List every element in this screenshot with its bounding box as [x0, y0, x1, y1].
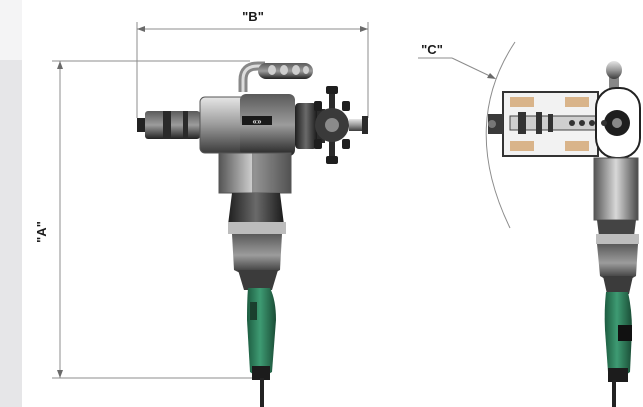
dim-c-leader [451, 57, 495, 79]
rear-housing-band2 [183, 111, 188, 139]
front-neck [597, 220, 636, 236]
mandrel-tip [362, 116, 368, 134]
dim-label-a: "A" [34, 221, 49, 243]
brand-plate [242, 116, 272, 125]
arrow-c [487, 73, 496, 79]
rear-shaft [137, 118, 145, 132]
dim-label-c: "C" [421, 42, 443, 57]
feed-star-wheel [314, 86, 350, 164]
frame-wood-bot2 [565, 141, 589, 151]
grip-switch [250, 302, 257, 320]
front-grip-switch [618, 325, 632, 341]
grip-ridges [268, 65, 309, 75]
mandrel [349, 119, 366, 131]
handle-arm-highlight [241, 64, 265, 92]
dim-c-arc [485, 41, 516, 229]
motor-ring [228, 222, 286, 234]
front-motor-ring [596, 234, 639, 244]
sidebar-strip-light [0, 0, 22, 60]
brand-plate-mark: «» [253, 117, 262, 126]
front-grip-endcap [608, 368, 628, 382]
front-collar [295, 103, 317, 149]
front-top-stem [609, 74, 619, 94]
front-head-bolts [569, 120, 607, 126]
arrow-b-left [137, 26, 145, 32]
arrow-a-top [57, 61, 63, 69]
frame-wood-top2 [565, 97, 589, 107]
motor-grip-green [247, 288, 276, 376]
front-motor-body [597, 244, 638, 282]
front-lower-housing [593, 157, 639, 221]
cable [260, 378, 264, 407]
dim-label-b: "B" [242, 9, 264, 24]
motor-taper [238, 270, 278, 290]
arrow-b-right [360, 26, 368, 32]
frame-left-screw [488, 120, 496, 128]
frame-bolts [518, 112, 553, 134]
front-motor-taper [603, 276, 633, 294]
arrow-a-bottom [57, 370, 63, 378]
rear-housing-band [163, 111, 171, 139]
neck [228, 193, 284, 225]
dimension-arrows [57, 26, 496, 378]
rear-housing [145, 111, 200, 139]
dimension-lines [52, 22, 516, 379]
sidebar-strip [0, 0, 22, 407]
front-top-knob [606, 61, 622, 79]
frame-wood-bot [510, 141, 534, 151]
tool-front-view [488, 61, 641, 407]
front-head-center [612, 118, 622, 128]
lower-housing-shade [252, 153, 291, 193]
front-cable [612, 380, 616, 407]
tool-side-view: «» [137, 61, 368, 407]
grip-endcap [252, 366, 270, 380]
motor-body [232, 234, 282, 277]
frame-wood-top [510, 97, 534, 107]
